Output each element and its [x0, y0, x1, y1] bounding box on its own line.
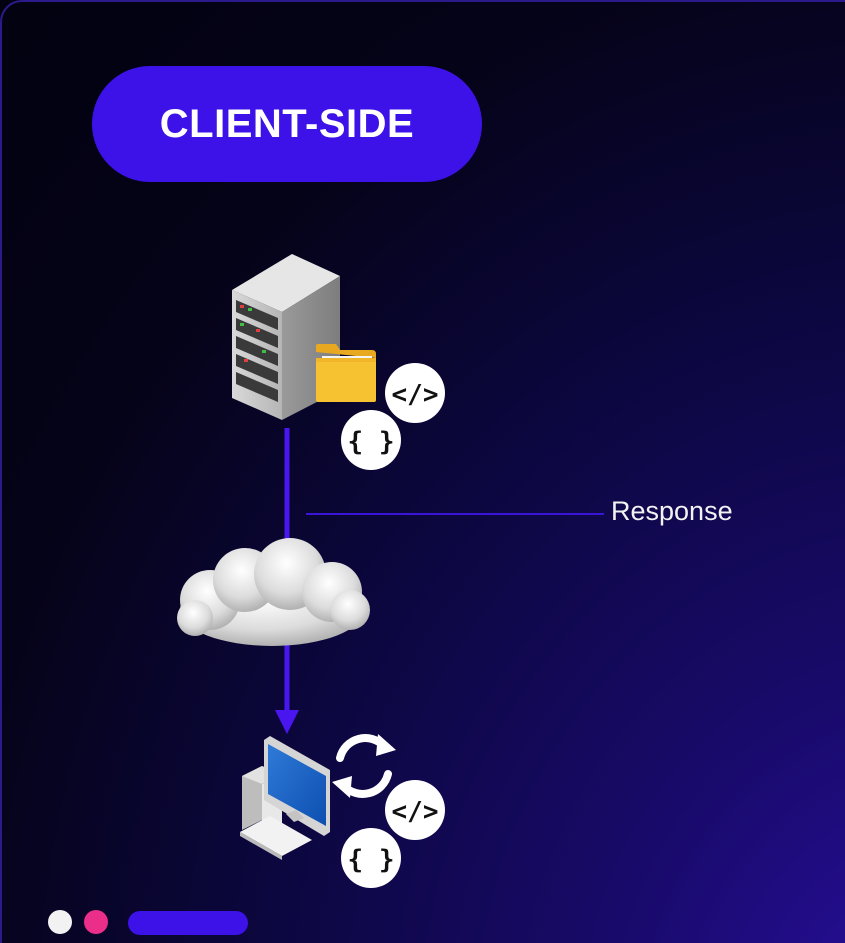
- computer-icon: [240, 736, 330, 860]
- indicator-bar[interactable]: [128, 911, 248, 935]
- server-braces-text: { }: [348, 427, 395, 457]
- indicator-dot-white[interactable]: [48, 910, 72, 934]
- response-label: Response: [611, 496, 733, 526]
- cloud-icon: [177, 538, 370, 646]
- client-side-title-pill: CLIENT-SIDE: [92, 66, 482, 182]
- client-braces-text: { }: [348, 845, 395, 875]
- client-code-tag-text: </>: [392, 797, 439, 827]
- client-json-badge: { }: [341, 828, 401, 888]
- refresh-icon: [332, 734, 396, 798]
- client-code-badge: </>: [385, 780, 445, 840]
- server-code-tag-text: </>: [392, 380, 439, 410]
- page-title: CLIENT-SIDE: [159, 101, 415, 146]
- server-json-badge: { }: [341, 410, 401, 470]
- server-code-badge: </>: [385, 363, 445, 423]
- folder-icon: [316, 344, 376, 402]
- indicator-dot-pink[interactable]: [84, 910, 108, 934]
